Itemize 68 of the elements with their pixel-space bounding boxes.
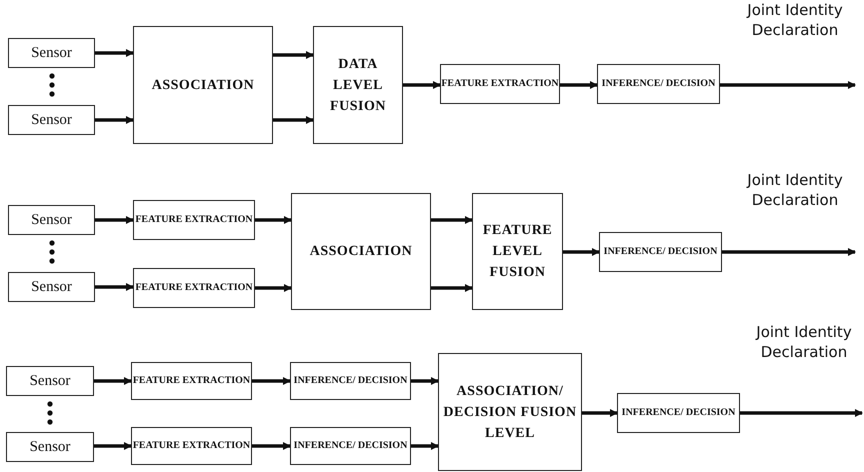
fusion-box [313, 26, 403, 144]
process-box [133, 268, 255, 308]
box-label: FEATURE EXTRACTION [135, 214, 253, 226]
fusion-box [291, 193, 431, 310]
arrow [411, 377, 439, 385]
arrow [95, 283, 134, 291]
arrow [95, 116, 134, 124]
process-box [290, 362, 411, 400]
sensor-box [6, 366, 94, 396]
process-box [440, 64, 560, 104]
box-label: ASSOCIATION/ DECISION FUSION LEVEL [442, 382, 578, 442]
fusion-box [438, 353, 582, 471]
sensor-box [8, 38, 95, 68]
arrow [431, 284, 473, 292]
fusion-box [133, 26, 273, 144]
box-label: Sensor [31, 212, 72, 228]
arrow [582, 409, 618, 417]
arrow [560, 81, 598, 89]
process-box [617, 393, 740, 433]
box-label: Sensor [31, 278, 72, 296]
arrow [255, 284, 292, 292]
arrow [273, 51, 314, 59]
output-label: Joint Identity Declaration [746, 170, 844, 210]
sensor-box [8, 105, 95, 135]
arrow [411, 442, 439, 450]
sensor-box [8, 205, 95, 235]
box-label: ASSOCIATION [310, 243, 412, 261]
arrow [255, 216, 292, 224]
box-label: FEATURE EXTRACTION [132, 440, 250, 452]
output-label: Joint Identity Declaration [754, 322, 853, 362]
arrow [431, 216, 473, 224]
box-label: FEATURE LEVEL FUSION [482, 222, 554, 282]
box-label: INFERENCE/ DECISION [604, 246, 718, 258]
box-label: DATA LEVEL FUSION [329, 56, 387, 116]
process-box [290, 427, 411, 465]
arrow [252, 377, 291, 385]
arrow [403, 81, 441, 89]
box-label: ASSOCIATION [152, 76, 254, 94]
arrow [252, 442, 291, 450]
box-label: INFERENCE/ DECISION [602, 78, 716, 90]
arrow [740, 409, 863, 417]
arrow [720, 81, 856, 89]
box-label: INFERENCE/ DECISION [622, 407, 736, 419]
fusion-box [472, 193, 563, 310]
box-label: FEATURE EXTRACTION [132, 375, 250, 387]
process-box [131, 362, 252, 400]
arrow [95, 49, 134, 57]
arrow [94, 442, 132, 450]
process-box [599, 232, 722, 272]
arrow [273, 116, 314, 124]
process-box [597, 64, 720, 104]
box-label: Sensor [31, 44, 72, 62]
box-label: INFERENCE/ DECISION [294, 375, 408, 387]
sensor-box [6, 432, 94, 462]
sensor-box [8, 272, 95, 302]
box-label: FEATURE EXTRACTION [135, 282, 253, 294]
output-label: Joint Identity Declaration [746, 0, 844, 40]
arrow [95, 216, 134, 224]
box-label: Sensor [31, 112, 72, 128]
process-box [133, 200, 255, 240]
arrow [722, 248, 856, 256]
process-box [131, 427, 252, 465]
arrow [94, 377, 132, 385]
arrow [563, 248, 600, 256]
box-label: Sensor [30, 438, 70, 456]
box-label: INFERENCE/ DECISION [294, 440, 408, 452]
box-label: FEATURE EXTRACTION [441, 78, 559, 90]
box-label: Sensor [30, 372, 70, 390]
